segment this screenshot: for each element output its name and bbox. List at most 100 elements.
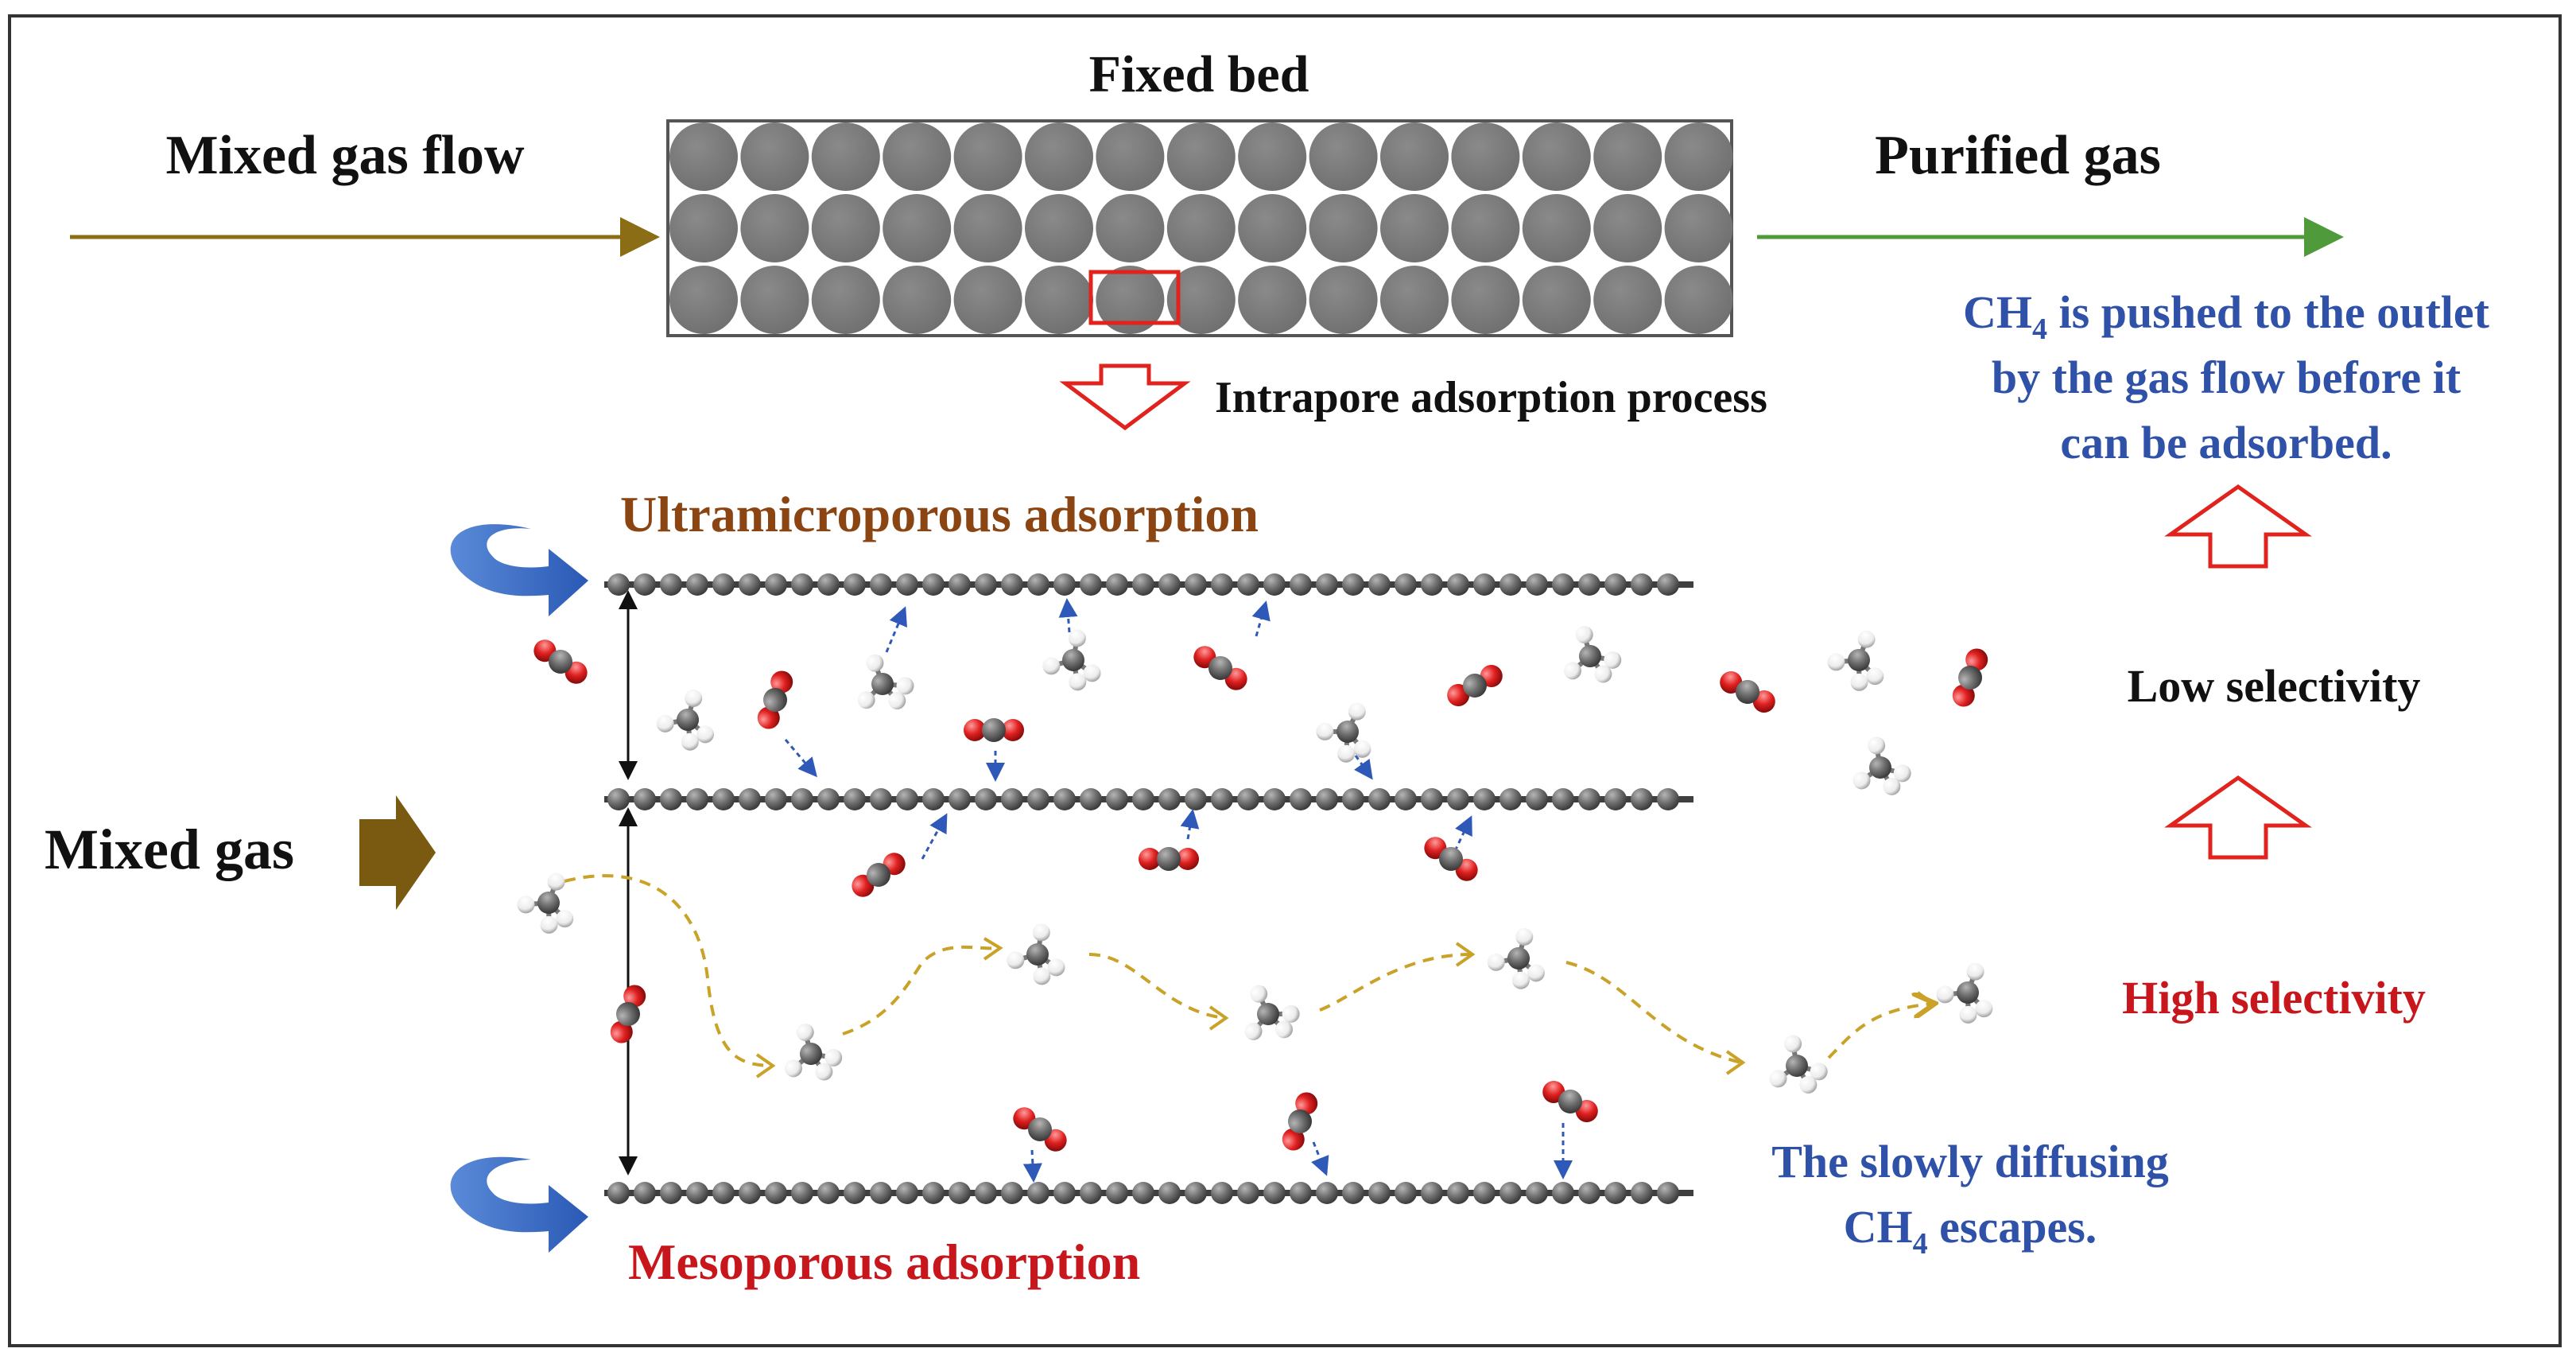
bed-particle — [669, 194, 738, 262]
graphene-layer-2 — [604, 788, 1693, 810]
bed-particle — [1309, 266, 1378, 334]
bed-particles — [669, 122, 1733, 334]
ch4-molecule-icon — [1769, 1035, 1828, 1094]
co2-molecule-icon — [852, 853, 906, 897]
bed-particle — [1238, 194, 1307, 262]
bed-particle — [1025, 122, 1093, 191]
fixed-bed — [666, 119, 1733, 337]
ultramicroporous-title: Ultramicroporous adsorption — [620, 486, 1259, 542]
figure-frame — [8, 14, 2562, 1347]
bed-particle — [1238, 122, 1307, 191]
co2-molecule-icon — [1720, 671, 1775, 713]
ch4-molecule-icon — [517, 872, 574, 934]
co2-molecule-icon — [1542, 1081, 1598, 1122]
bed-particle — [1664, 266, 1733, 334]
bed-particle — [953, 122, 1022, 191]
note-ch4-pushed-line1: CH4 is pushed to the outlet — [1963, 286, 2490, 346]
bed-particle — [1593, 194, 1662, 262]
ch4-molecule-icon — [1936, 962, 1993, 1024]
bed-particle — [1451, 122, 1520, 191]
fixed-bed-label: Fixed bed — [1089, 45, 1309, 103]
ch4-molecule-icon — [857, 654, 914, 710]
co2-molecule-icon — [533, 639, 588, 684]
bed-particle — [1522, 194, 1591, 262]
co2-molecule-icon — [1952, 648, 1988, 707]
bed-particle — [1593, 266, 1662, 334]
bed-particle — [740, 266, 809, 334]
bed-particle — [1096, 122, 1165, 191]
ch4-molecule-icon — [1244, 985, 1300, 1040]
bed-particle — [953, 266, 1022, 334]
curved-arrow-icon-bottom — [450, 1156, 588, 1253]
bed-particle — [1522, 266, 1591, 334]
ch4-molecule-icon — [784, 1023, 843, 1081]
bed-particle — [740, 122, 809, 191]
bed-particle — [1593, 122, 1662, 191]
bed-particle — [1522, 122, 1591, 191]
mixed-gas-label: Mixed gas — [45, 818, 294, 881]
co2-molecule-icon — [1447, 665, 1503, 706]
graphene-layer-3 — [604, 1182, 1693, 1204]
co2-molecule-icon — [610, 985, 646, 1043]
ch4-molecule-icon — [1042, 629, 1101, 691]
bed-particle — [1380, 266, 1449, 334]
bed-particle — [1238, 266, 1307, 334]
ch4-molecule-icon — [1487, 927, 1546, 989]
intrapore-down-arrow-icon — [1059, 363, 1191, 431]
bed-particle — [669, 266, 738, 334]
bed-particle — [883, 266, 952, 334]
co2-molecule-icon — [1193, 646, 1247, 690]
bed-particle — [1166, 266, 1236, 334]
mixed-gas-arrow-icon — [359, 795, 436, 910]
co2-molecule-icon — [1139, 847, 1199, 871]
ch4-path-arrowheads — [755, 937, 1937, 1078]
up-arrow-icon-lower — [2164, 775, 2312, 860]
ch4-diffusion-path — [564, 874, 1932, 1067]
co2-molecule-icon — [964, 718, 1024, 742]
bed-particle — [811, 122, 880, 191]
molecules — [517, 625, 1993, 1152]
ch4-molecule-icon — [1852, 736, 1911, 795]
bed-particle — [1664, 194, 1733, 262]
ch4-molecule-icon — [1007, 923, 1065, 985]
bed-particle — [1380, 194, 1449, 262]
bed-particle — [1166, 194, 1236, 262]
bed-particle — [883, 194, 952, 262]
up-arrow-icon-upper — [2164, 484, 2312, 569]
bed-particle — [669, 122, 738, 191]
bed-particle — [1025, 266, 1093, 334]
curved-arrow-icon-top — [450, 524, 588, 616]
graphene-layer-1 — [604, 573, 1693, 596]
purified-gas-label: Purified gas — [1875, 125, 2161, 186]
high-selectivity-label: High selectivity — [2122, 972, 2426, 1024]
mesoporous-title: Mesoporous adsorption — [628, 1234, 1140, 1290]
bed-particle — [1664, 122, 1733, 191]
low-selectivity-label: Low selectivity — [2128, 660, 2421, 712]
co2-molecule-icon — [1424, 837, 1478, 881]
bed-particle — [1380, 122, 1449, 191]
bed-particle — [1309, 194, 1378, 262]
bed-particle — [811, 266, 880, 334]
note-ch4-pushed-line3: can be adsorbed. — [2060, 417, 2392, 468]
bed-particle — [1451, 266, 1520, 334]
ch4-molecule-icon — [656, 689, 715, 751]
note-ch4-pushed-line2: by the gas flow before it — [1992, 352, 2462, 403]
bed-particle — [1096, 194, 1165, 262]
co2-molecule-icon — [1282, 1092, 1318, 1151]
bed-particle — [1166, 122, 1236, 191]
bed-particle — [883, 122, 952, 191]
bed-particle — [1096, 266, 1165, 334]
bed-particle — [1451, 194, 1520, 262]
mixed-gas-flow-label: Mixed gas flow — [165, 125, 525, 186]
bed-particle — [740, 194, 809, 262]
ch4-molecule-icon — [1316, 702, 1371, 763]
bed-particle — [1025, 194, 1093, 262]
ch4-molecule-icon — [1563, 625, 1622, 683]
co2-molecule-icon — [757, 670, 793, 729]
adsorption-arrows — [784, 598, 1573, 1183]
bed-particle — [1309, 122, 1378, 191]
co2-molecule-icon — [1013, 1107, 1067, 1152]
bed-particle — [953, 194, 1022, 262]
note-ch4-escapes-line2: CH4 escapes. — [1844, 1201, 2097, 1261]
